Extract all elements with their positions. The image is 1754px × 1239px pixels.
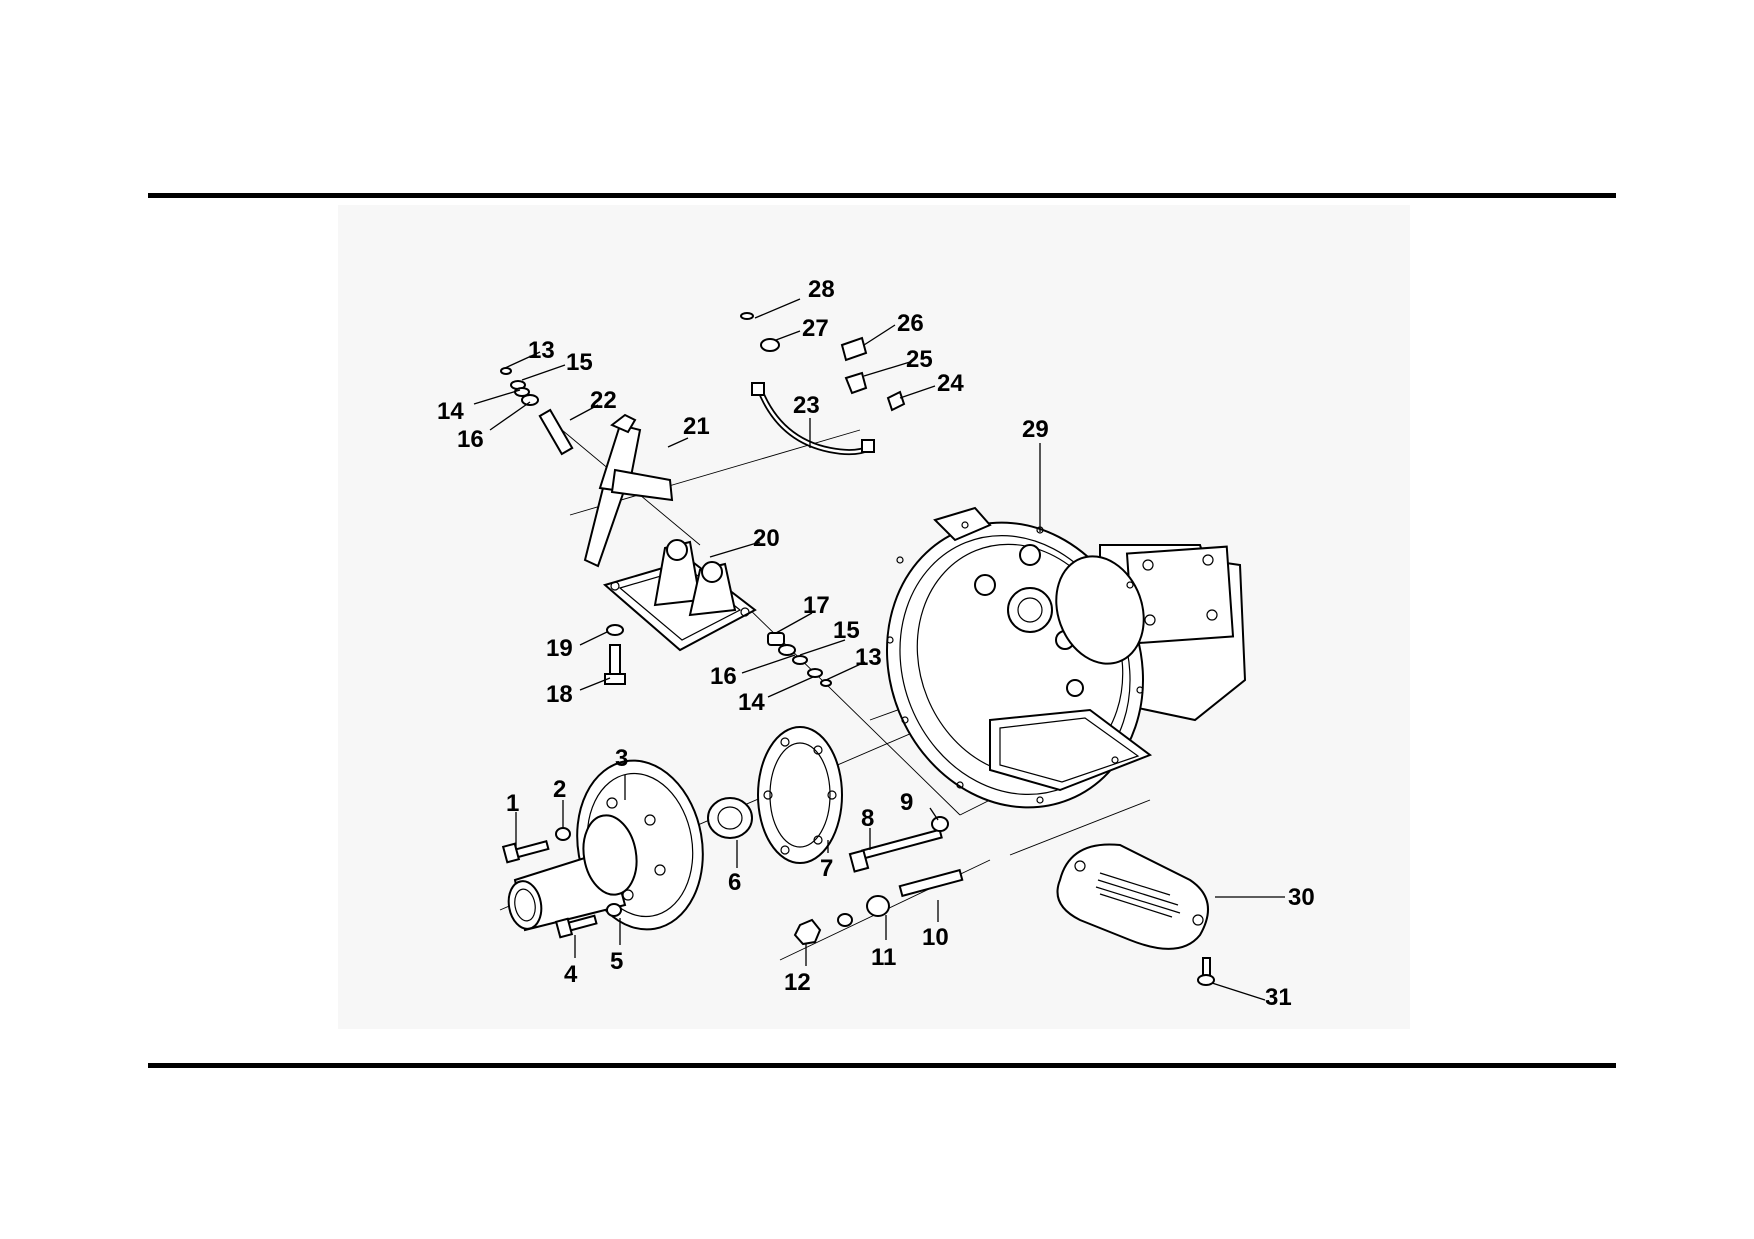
callout-31: 31 xyxy=(1265,984,1292,1011)
snap-ring-13-lower xyxy=(820,679,832,687)
callout-20: 20 xyxy=(753,525,780,552)
callout-24: 24 xyxy=(937,370,964,397)
callout-19: 19 xyxy=(546,635,573,662)
lock-washer xyxy=(837,913,853,927)
callout-17: 17 xyxy=(803,592,830,619)
bolt-1-head xyxy=(501,842,521,864)
bolt-18-head xyxy=(604,673,626,685)
leader-lines xyxy=(473,298,1285,1001)
callout-13-lower: 13 xyxy=(855,644,882,671)
callout-7: 7 xyxy=(820,855,833,882)
callout-6: 6 xyxy=(728,869,741,896)
part-25 xyxy=(844,371,868,395)
gasket-7 xyxy=(757,726,843,864)
callout-21: 21 xyxy=(683,413,710,440)
nut-27 xyxy=(760,338,780,352)
washer-15-lower xyxy=(792,655,808,665)
callout-14-lower: 14 xyxy=(738,689,765,716)
washer-19 xyxy=(606,624,624,636)
callout-4: 4 xyxy=(564,961,578,988)
washer-9 xyxy=(931,816,949,832)
callout-9: 9 xyxy=(900,789,913,816)
hose-fitting-left xyxy=(751,382,765,396)
washer-2 xyxy=(555,827,571,841)
callout-12: 12 xyxy=(784,969,811,996)
callout-16-lower: 16 xyxy=(710,663,737,690)
flanged-shaft xyxy=(507,759,704,932)
snap-ring-14-lower xyxy=(807,668,823,678)
callout-11: 11 xyxy=(871,944,896,971)
part-24 xyxy=(886,390,906,412)
callout-25: 25 xyxy=(906,346,933,373)
release-fork-lever xyxy=(583,413,674,568)
bottom-rule xyxy=(148,1063,1616,1068)
callout-3: 3 xyxy=(615,745,628,772)
seal-16-upper xyxy=(521,394,539,406)
seal-6 xyxy=(707,797,753,839)
callout-8: 8 xyxy=(861,805,874,832)
callout-1: 1 xyxy=(506,790,519,817)
callout-30: 30 xyxy=(1288,884,1315,911)
callout-10: 10 xyxy=(922,924,949,951)
washer-11 xyxy=(866,895,890,917)
part-26 xyxy=(840,336,868,362)
callout-14-upper: 14 xyxy=(437,398,464,425)
fork-pivot-pin xyxy=(538,408,574,456)
callout-28: 28 xyxy=(808,276,835,303)
washer-5 xyxy=(606,903,622,917)
bolt-4-head xyxy=(554,917,574,939)
stud-10 xyxy=(898,868,964,898)
callout-5: 5 xyxy=(610,948,623,975)
nut-12 xyxy=(793,918,822,946)
callout-16-upper: 16 xyxy=(457,426,484,453)
flywheel-housing xyxy=(886,506,1247,809)
callout-15-upper: 15 xyxy=(566,349,593,376)
bushing-17 xyxy=(767,632,785,646)
callout-2: 2 xyxy=(553,776,566,803)
screw-31-head xyxy=(1197,974,1215,986)
callout-23: 23 xyxy=(793,392,820,419)
callout-22: 22 xyxy=(590,387,617,414)
inspection-cover-30 xyxy=(1056,843,1209,950)
seal-16-lower xyxy=(778,644,796,656)
callout-29: 29 xyxy=(1022,416,1049,443)
callout-18: 18 xyxy=(546,681,573,708)
hose-fitting-right xyxy=(861,439,875,453)
snap-ring-13-upper xyxy=(500,367,512,375)
callout-15-lower: 15 xyxy=(833,617,860,644)
ring-28 xyxy=(740,312,754,320)
release-fork-bracket xyxy=(602,539,757,652)
top-rule xyxy=(148,193,1616,198)
bolt-8-head xyxy=(848,849,870,873)
callout-labels: 1 2 3 4 5 6 7 8 9 10 11 12 13 15 14 16 2… xyxy=(437,276,1315,1011)
callout-13-upper: 13 xyxy=(528,337,555,364)
callout-27: 27 xyxy=(802,315,829,342)
callout-26: 26 xyxy=(897,310,924,337)
seal-6-inner xyxy=(717,806,743,830)
